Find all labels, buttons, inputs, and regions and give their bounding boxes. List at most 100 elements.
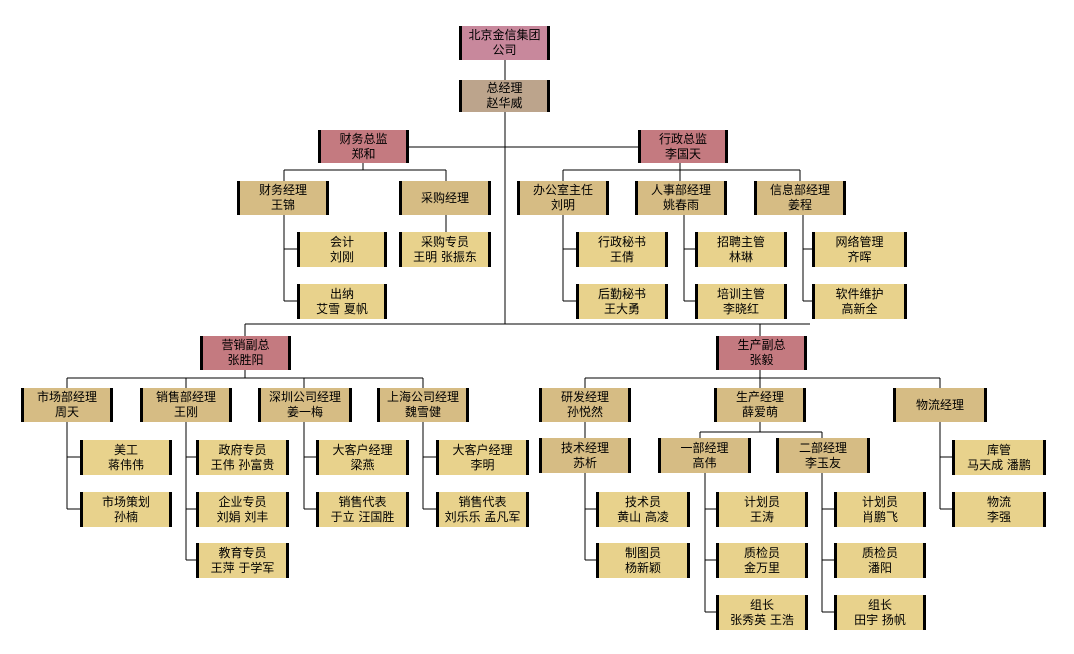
node-it-manager-title: 信息部经理 [769, 183, 830, 197]
node-warehouse-name: 马天成 潘鹏 [967, 457, 1031, 472]
node-it-manager-name: 姜程 [787, 198, 812, 212]
node-marketing-planner[interactable]: 市场策划 孙楠 [80, 492, 172, 527]
node-production-manager-name: 薛爱萌 [741, 405, 778, 419]
node-admin-director[interactable]: 行政总监 李国天 [638, 130, 728, 163]
node-d1-team-lead[interactable]: 组长 张秀英 王浩 [716, 595, 808, 630]
node-sh-key-account[interactable]: 大客户经理 李明 [436, 440, 529, 475]
node-company[interactable]: 北京金信集团 公司 [459, 26, 550, 60]
node-cashier-name: 艾雪 夏帆 [316, 301, 368, 316]
node-admin-director-title: 行政总监 [658, 131, 707, 146]
node-dept2-manager[interactable]: 二部经理 李玉友 [776, 438, 870, 473]
node-artist-name: 蒋伟伟 [107, 457, 144, 472]
node-ceo-title: 总经理 [486, 81, 523, 95]
node-d2-inspector[interactable]: 质检员 潘阳 [834, 543, 926, 578]
node-warehouse[interactable]: 库管 马天成 潘鹏 [952, 440, 1046, 475]
node-shenzhen-manager-title: 深圳公司经理 [268, 390, 341, 404]
node-vp-production[interactable]: 生产副总 张毅 [716, 336, 807, 370]
node-marketing-planner-title: 市场策划 [101, 494, 150, 509]
node-sz-key-account[interactable]: 大客户经理 梁燕 [316, 440, 409, 475]
node-artist[interactable]: 美工 蒋伟伟 [80, 440, 172, 475]
node-sh-key-account-title: 大客户经理 [452, 442, 513, 457]
node-accountant-name: 刘刚 [329, 249, 354, 264]
node-technician[interactable]: 技术员 黄山 高凌 [596, 492, 690, 527]
node-gov-specialist-name: 王伟 孙富贵 [210, 457, 275, 472]
node-vp-sales-name: 张胜阳 [227, 353, 264, 367]
node-shenzhen-manager-name: 姜一梅 [286, 405, 323, 419]
node-cashier[interactable]: 出纳 艾雪 夏帆 [297, 284, 387, 319]
node-it-manager[interactable]: 信息部经理 姜程 [754, 181, 846, 215]
node-tech-manager-title: 技术经理 [560, 440, 609, 455]
node-sz-sales-rep-title: 销售代表 [338, 494, 387, 509]
node-d1-team-lead-title: 组长 [749, 597, 774, 612]
node-office-director[interactable]: 办公室主任 刘明 [517, 181, 609, 215]
node-software-maintenance[interactable]: 软件维护 高新全 [812, 284, 907, 319]
node-dept2-manager-name: 李玉友 [804, 455, 841, 470]
node-accountant[interactable]: 会计 刘刚 [297, 232, 387, 267]
node-admin-secretary[interactable]: 行政秘书 王倩 [576, 232, 668, 267]
node-network-admin-name: 齐晖 [847, 249, 872, 264]
node-sz-sales-rep[interactable]: 销售代表 于立 汪国胜 [316, 492, 409, 527]
node-hr-manager[interactable]: 人事部经理 姚春雨 [635, 181, 727, 215]
node-marketing-manager[interactable]: 市场部经理 周天 [21, 388, 113, 422]
node-network-admin-title: 网络管理 [835, 234, 884, 249]
node-d2-planner-name: 肖鹏飞 [861, 509, 898, 524]
node-software-maintenance-title: 软件维护 [835, 286, 884, 301]
node-shanghai-manager-title: 上海公司经理 [386, 390, 459, 404]
node-dept1-manager[interactable]: 一部经理 高伟 [658, 438, 751, 473]
node-d2-team-lead[interactable]: 组长 田宇 扬帆 [834, 595, 926, 630]
node-finance-manager[interactable]: 财务经理 王锦 [237, 181, 329, 215]
node-d1-team-lead-name: 张秀英 王浩 [730, 612, 794, 627]
node-d1-inspector[interactable]: 质检员 金万里 [716, 543, 808, 578]
node-tech-manager[interactable]: 技术经理 苏析 [539, 438, 631, 473]
node-education-specialist[interactable]: 教育专员 王萍 于学军 [196, 543, 289, 578]
node-logistics-secretary[interactable]: 后勤秘书 王大勇 [576, 284, 668, 319]
node-education-specialist-title: 教育专员 [218, 545, 267, 560]
node-sh-sales-rep-title: 销售代表 [458, 494, 507, 509]
node-production-manager[interactable]: 生产经理 薛爱萌 [714, 388, 806, 422]
node-vp-production-title: 生产副总 [737, 338, 786, 352]
node-sh-sales-rep[interactable]: 销售代表 刘乐乐 孟凡军 [436, 492, 529, 527]
node-education-specialist-name: 王萍 于学军 [210, 560, 275, 575]
node-vp-sales[interactable]: 营销副总 张胜阳 [200, 336, 291, 370]
node-purchasing-manager-title: 采购经理 [420, 190, 469, 205]
node-enterprise-specialist[interactable]: 企业专员 刘娟 刘丰 [196, 492, 289, 527]
node-training-lead[interactable]: 培训主管 李晓红 [695, 284, 787, 319]
node-training-lead-name: 李晓红 [722, 301, 759, 316]
node-logistics[interactable]: 物流 李强 [952, 492, 1046, 527]
node-sales-manager[interactable]: 销售部经理 王刚 [140, 388, 232, 422]
node-vp-sales-title: 营销副总 [221, 338, 270, 352]
node-sales-manager-title: 销售部经理 [155, 390, 216, 404]
node-sz-sales-rep-name: 于立 汪国胜 [330, 509, 395, 524]
node-admin-director-name: 李国天 [664, 146, 701, 161]
node-d2-planner[interactable]: 计划员 肖鹏飞 [834, 492, 926, 527]
node-hr-manager-name: 姚春雨 [662, 198, 699, 212]
node-company-title: 北京金信集团 [468, 28, 541, 42]
node-shenzhen-manager[interactable]: 深圳公司经理 姜一梅 [258, 388, 352, 422]
node-network-admin[interactable]: 网络管理 齐晖 [812, 232, 907, 267]
node-buyer[interactable]: 采购专员 王明 张振东 [399, 232, 491, 267]
node-hr-manager-title: 人事部经理 [650, 183, 711, 197]
node-office-director-title: 办公室主任 [532, 183, 593, 197]
node-dept1-manager-name: 高伟 [692, 455, 717, 470]
node-logistics-manager[interactable]: 物流经理 [893, 388, 987, 422]
node-purchasing-manager[interactable]: 采购经理 [399, 181, 491, 215]
node-sz-key-account-name: 梁燕 [350, 457, 375, 472]
node-recruiting-lead[interactable]: 招聘主管 林琳 [695, 232, 787, 267]
node-tech-manager-name: 苏析 [572, 455, 597, 470]
node-shanghai-manager[interactable]: 上海公司经理 魏雪健 [377, 388, 469, 422]
node-recruiting-lead-title: 招聘主管 [716, 234, 765, 249]
node-d1-planner[interactable]: 计划员 王涛 [716, 492, 808, 527]
node-rd-manager[interactable]: 研发经理 孙悦然 [539, 388, 631, 422]
node-technician-name: 黄山 高凌 [617, 509, 669, 524]
node-cfo[interactable]: 财务总监 郑和 [318, 130, 409, 163]
node-gov-specialist[interactable]: 政府专员 王伟 孙富贵 [196, 440, 289, 475]
node-d1-planner-title: 计划员 [743, 494, 780, 509]
node-software-maintenance-name: 高新全 [841, 301, 878, 316]
node-drafter[interactable]: 制图员 杨新颖 [596, 543, 690, 578]
node-ceo[interactable]: 总经理 赵华威 [459, 80, 550, 112]
node-gov-specialist-title: 政府专员 [218, 442, 267, 457]
node-d1-inspector-name: 金万里 [743, 560, 780, 575]
node-logistics-name: 李强 [986, 509, 1011, 524]
node-rd-manager-title: 研发经理 [560, 390, 609, 404]
node-cfo-name: 郑和 [351, 146, 376, 161]
